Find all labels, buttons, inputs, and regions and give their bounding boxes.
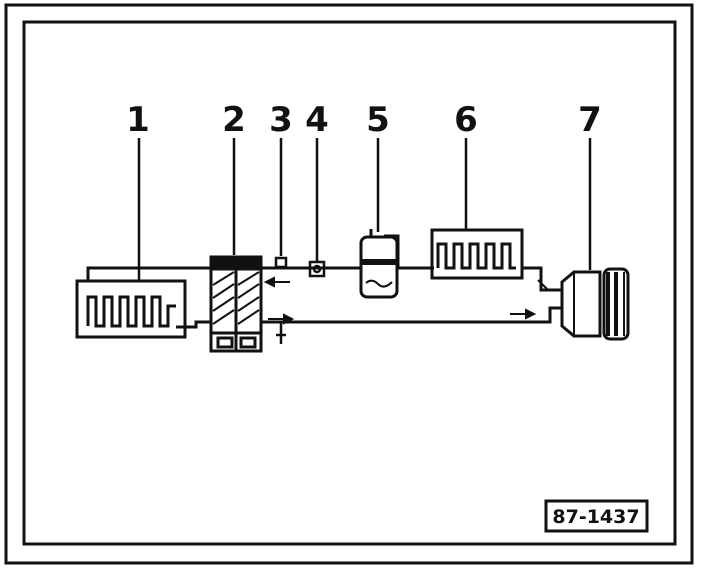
figure-ref-box — [544, 499, 649, 533]
high-pressure-service-valve — [274, 256, 288, 344]
receiver-dryer — [359, 229, 399, 299]
label-3: 3 — [269, 100, 293, 140]
condenser — [430, 228, 524, 280]
label-5: 5 — [366, 100, 390, 140]
inner-border — [22, 20, 677, 546]
expansion-valve — [209, 255, 263, 353]
label-6: 6 — [454, 100, 478, 140]
leader-lines — [137, 138, 592, 280]
evaporator — [75, 279, 187, 339]
label-7: 7 — [578, 100, 602, 140]
figure-ref: 87-1437 — [552, 506, 639, 528]
pressure-switch — [308, 260, 326, 278]
flow-arrows — [263, 276, 549, 325]
label-4: 4 — [305, 100, 329, 140]
label-1: 1 — [126, 100, 150, 140]
outer-border — [4, 3, 694, 565]
label-2: 2 — [222, 100, 246, 140]
compressor — [560, 267, 630, 341]
